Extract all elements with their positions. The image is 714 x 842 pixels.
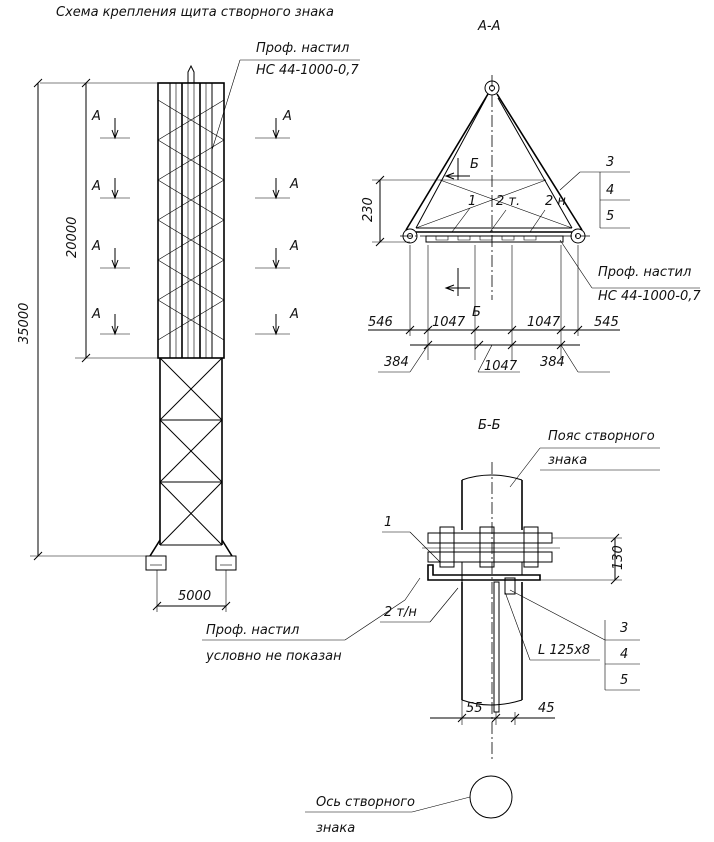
section-mark-a: А <box>92 179 101 194</box>
aa-label-1: 1 <box>468 194 477 209</box>
bb-label-1: 1 <box>384 515 393 530</box>
bb-note-1: Проф. настил <box>206 623 300 638</box>
aa-spec-3: 3 <box>606 155 615 170</box>
drawing-title: Схема крепления щита створного знака <box>56 5 335 20</box>
aa-spec-4: 4 <box>606 183 615 198</box>
aa-dim-546: 546 <box>368 315 393 330</box>
dim-base-width: 5000 <box>178 589 212 604</box>
bb-dim-130: 130 <box>611 545 626 570</box>
dim-230: 230 <box>361 197 376 222</box>
section-mark-a: А <box>92 109 101 124</box>
aa-dim-384-left: 384 <box>384 355 409 370</box>
aa-dim-1047-left: 1047 <box>432 315 466 330</box>
axis-label-1: Ось створного <box>316 795 415 810</box>
dim-shield-height: 20000 <box>65 216 80 258</box>
bb-dim-45: 45 <box>538 701 555 716</box>
aa-spec-5: 5 <box>606 209 615 224</box>
aa-deck-callout-1: Проф. настил <box>598 265 692 280</box>
section-mark-a: А <box>290 177 299 192</box>
bb-spec-3: 3 <box>620 621 629 636</box>
axis-label-2: знака <box>316 821 356 836</box>
section-arrows-a <box>100 118 290 336</box>
bb-dim-55: 55 <box>466 701 483 716</box>
chord-callout-1: Пояс створного <box>548 429 655 444</box>
tower-elevation <box>145 64 237 571</box>
section-aa-graphic <box>368 75 700 373</box>
aa-label-2n: 2 н <box>545 194 566 209</box>
aa-dim-1047-center: 1047 <box>484 359 518 374</box>
section-mark-a: А <box>92 307 101 322</box>
section-bb-title: Б-Б <box>478 418 501 433</box>
section-bb-graphic <box>202 447 660 819</box>
section-b-mark-top: Б <box>470 157 479 172</box>
chord-callout-2: знака <box>548 453 588 468</box>
tower-dimensions <box>30 59 360 612</box>
aa-deck-callout-2: НС 44-1000-0,7 <box>598 289 701 304</box>
bb-spec-4: 4 <box>620 647 629 662</box>
section-mark-a: А <box>290 239 299 254</box>
dim-total-height: 35000 <box>17 302 32 344</box>
section-b-mark-bottom: Б <box>472 305 481 320</box>
bb-label-2tn: 2 т/н <box>384 605 417 620</box>
section-aa-title: А-А <box>478 19 501 34</box>
section-mark-a: А <box>283 109 292 124</box>
left-deck-callout-1: Проф. настил <box>256 41 350 56</box>
section-mark-a: А <box>290 307 299 322</box>
aa-dim-545: 545 <box>594 315 619 330</box>
bb-spec-5: 5 <box>620 673 629 688</box>
aa-dim-1047-right: 1047 <box>527 315 561 330</box>
aa-label-2t: 2 т. <box>496 194 521 209</box>
section-mark-a: А <box>92 239 101 254</box>
bb-note-2: условно не показан <box>206 649 342 664</box>
left-deck-callout-2: НС 44-1000-0,7 <box>256 63 359 78</box>
bb-label-angle: L 125x8 <box>538 643 591 658</box>
aa-dim-384-right: 384 <box>540 355 565 370</box>
